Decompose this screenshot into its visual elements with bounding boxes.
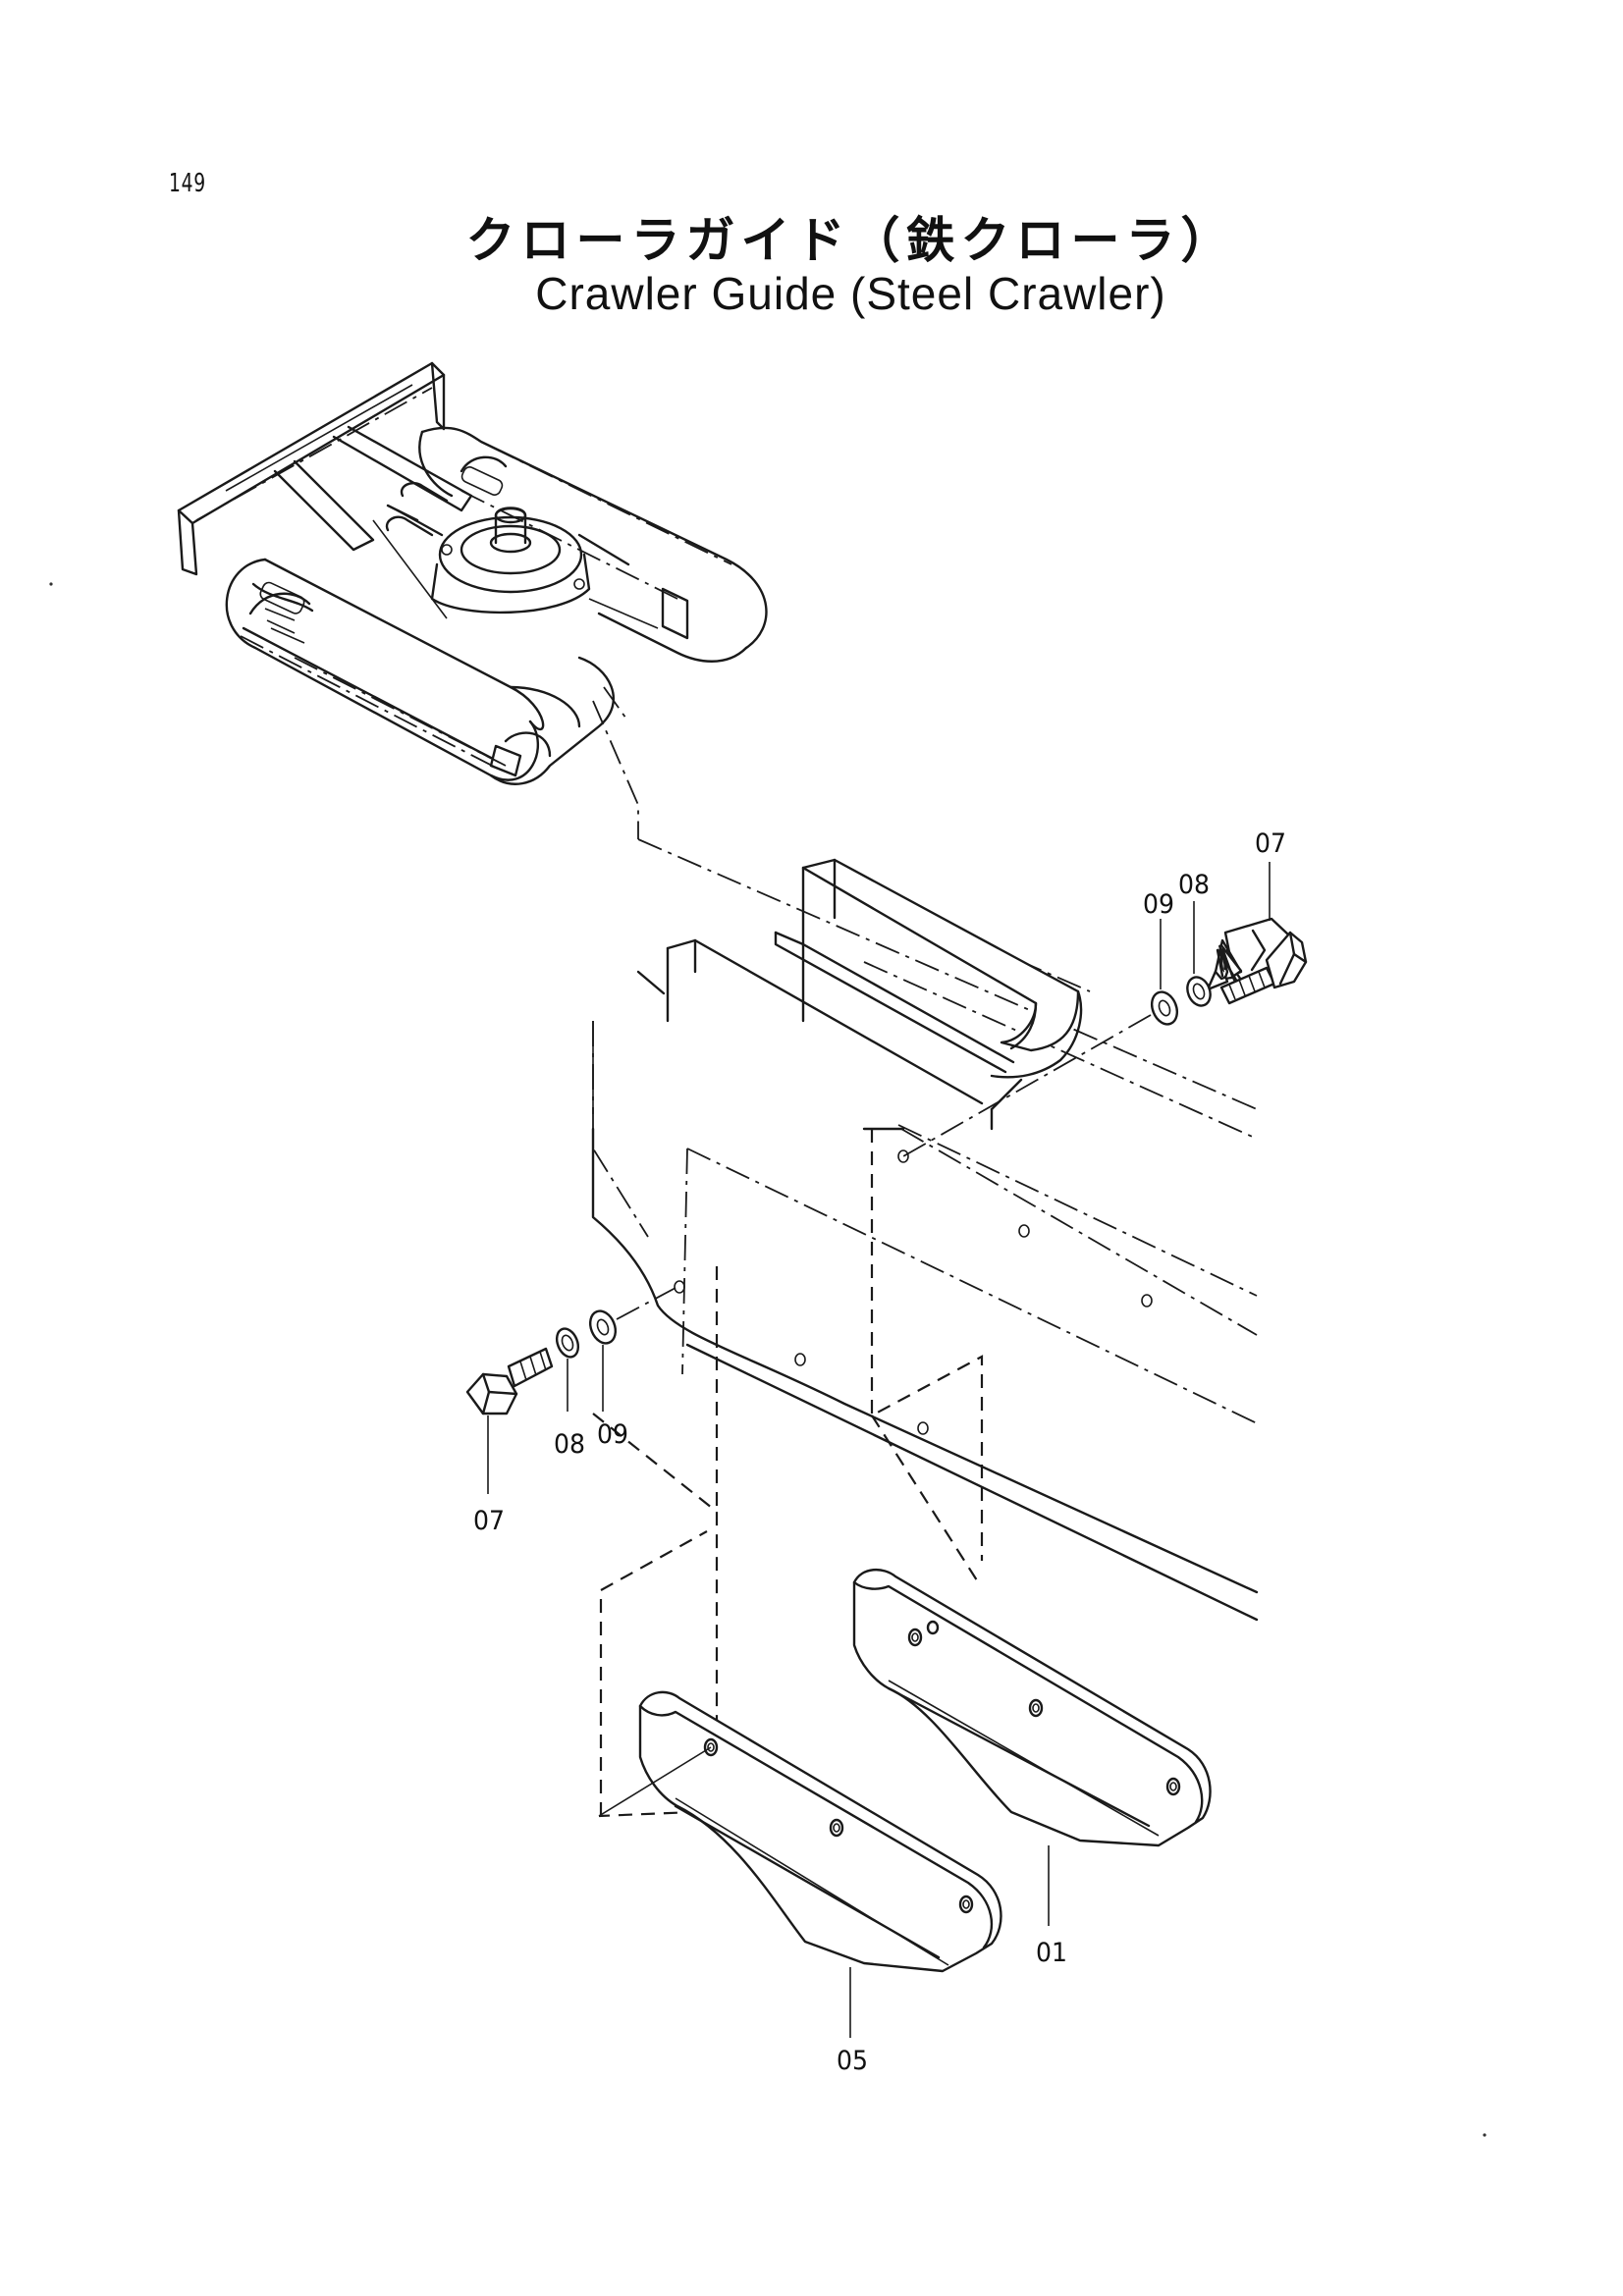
callout-lockwasher-lower: 08 <box>554 1429 585 1460</box>
undercarriage-overview <box>177 361 768 785</box>
hidden-plates <box>592 1129 984 1818</box>
fastener-set-lower <box>465 1287 676 1415</box>
callout-washer-upper: 09 <box>1143 889 1174 920</box>
track-frame-phantom <box>592 700 1258 1424</box>
callout-guide-left: 05 <box>837 2046 868 2076</box>
flat-washer-upper <box>1150 990 1179 1026</box>
page-number: 149 <box>169 169 206 198</box>
hex-bolt-upper <box>1206 917 1304 991</box>
track-frame-outline <box>591 970 1259 1622</box>
callout-lockwasher-upper: 08 <box>1178 870 1210 900</box>
lock-washer-lower <box>555 1327 580 1359</box>
callout-bolt-upper: 07 <box>1255 828 1286 859</box>
hex-bolt-lower <box>465 1347 554 1415</box>
callout-washer-lower: 09 <box>597 1419 628 1450</box>
leader-lines <box>487 862 1271 2038</box>
lock-washer-upper <box>1186 976 1212 1007</box>
scan-specks <box>49 582 1487 2137</box>
callout-guide-right: 01 <box>1036 1938 1067 1968</box>
callout-labels: 07 08 09 07 08 09 01 05 <box>473 828 1286 2076</box>
frame-holes <box>674 1149 1153 1435</box>
callout-bolt-lower: 07 <box>473 1506 505 1536</box>
fastener-set-upper <box>902 917 1304 1157</box>
crawler-guide-01 <box>852 1569 1212 1847</box>
crawler-guide-05 <box>598 1690 1002 1973</box>
page-title-japanese: クローラガイド（鉄クローラ） <box>465 212 1236 269</box>
page-title-english: Crawler Guide (Steel Crawler) <box>535 268 1166 319</box>
hex-bolt-upper-body <box>1219 931 1308 1005</box>
flat-washer-lower <box>588 1309 618 1345</box>
guide-rail-upper <box>666 858 1083 1131</box>
